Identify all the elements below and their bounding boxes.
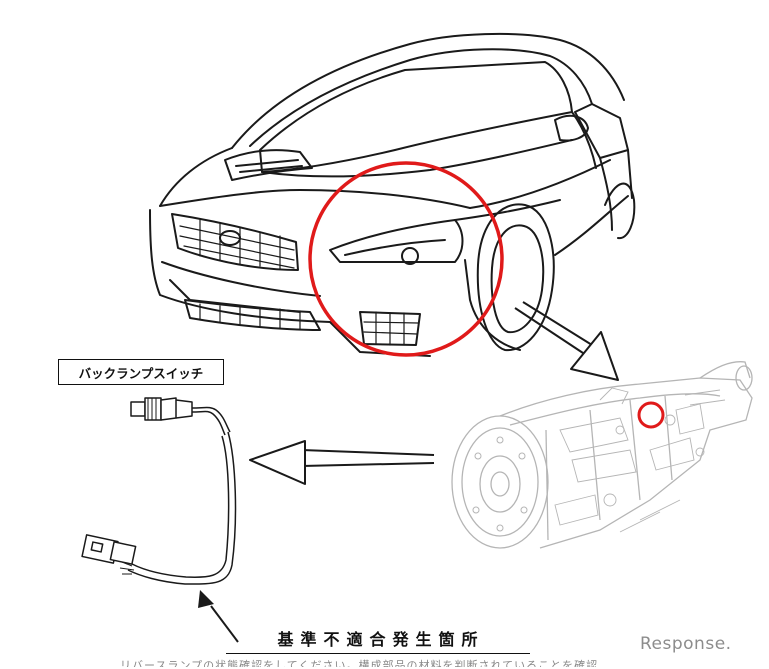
part-name-label: バックランプスイッチ: [58, 359, 224, 385]
transmission-illustration: [451, 361, 753, 549]
arrow-car-to-transmission: [514, 301, 619, 381]
response-watermark: Response.: [640, 634, 732, 654]
car-illustration: [149, 32, 636, 357]
car-highlight-circle: [308, 161, 504, 357]
transmission-highlight-circle: [637, 401, 665, 429]
arrow-to-caption: [198, 590, 239, 643]
location-caption: 基準不適合発生箇所: [277, 630, 485, 649]
caption-underline: [226, 653, 530, 654]
back-lamp-switch-illustration: [81, 397, 237, 585]
arrow-transmission-to-switch: [249, 440, 435, 485]
footnote-text: リバースランプの状態確認をしてください。構成部品の材料を判断されていることを確認: [120, 659, 599, 667]
